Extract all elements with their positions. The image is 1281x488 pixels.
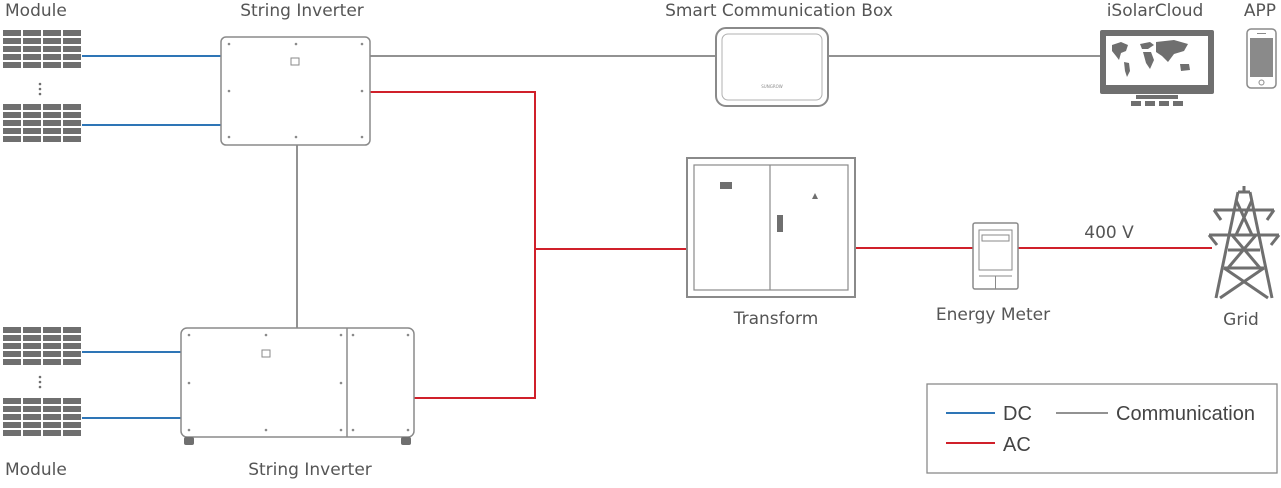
legend: DC Communication AC [926,383,1278,474]
inverter-icon [220,36,371,146]
legend-ac-label: AC [1003,434,1031,456]
comm-box-brand: SUNGROW [761,84,782,89]
label-module-bottom: Module [5,460,67,480]
monitor-icon [1100,30,1214,106]
solar-module-icon [3,30,81,68]
communication-box-icon: SUNGROW [715,27,829,107]
label-grid: Grid [1223,310,1259,330]
ac-wire-bottom-inverter [414,249,536,399]
module-ellipsis-bottom [38,375,42,389]
transmission-tower-icon [1207,186,1281,300]
label-isolarcloud: iSolarCloud [1107,1,1204,21]
wires [82,55,1212,419]
label-energy-meter: Energy Meter [936,305,1050,325]
solar-module-icon [3,398,81,436]
legend-dc-label: DC [1003,403,1032,425]
module-ellipsis-top [38,82,42,96]
label-smart-comm-box: Smart Communication Box [665,1,893,21]
label-voltage: 400 V [1084,223,1134,243]
label-module-top: Module [5,1,67,21]
energy-meter-icon [972,222,1019,290]
inverter-icon [180,327,415,445]
label-string-inverter-bottom: String Inverter [248,460,372,480]
phone-icon [1246,28,1277,89]
solar-module-icon [3,327,81,365]
ac-wire-top-inverter [370,91,536,249]
label-string-inverter-top: String Inverter [240,1,364,21]
label-transform: Transform [733,309,819,329]
legend-box [926,383,1278,474]
legend-communication-label: Communication [1116,403,1255,425]
solar-module-icon [3,104,81,142]
transformer-icon [686,157,856,298]
label-app: APP [1244,1,1276,21]
